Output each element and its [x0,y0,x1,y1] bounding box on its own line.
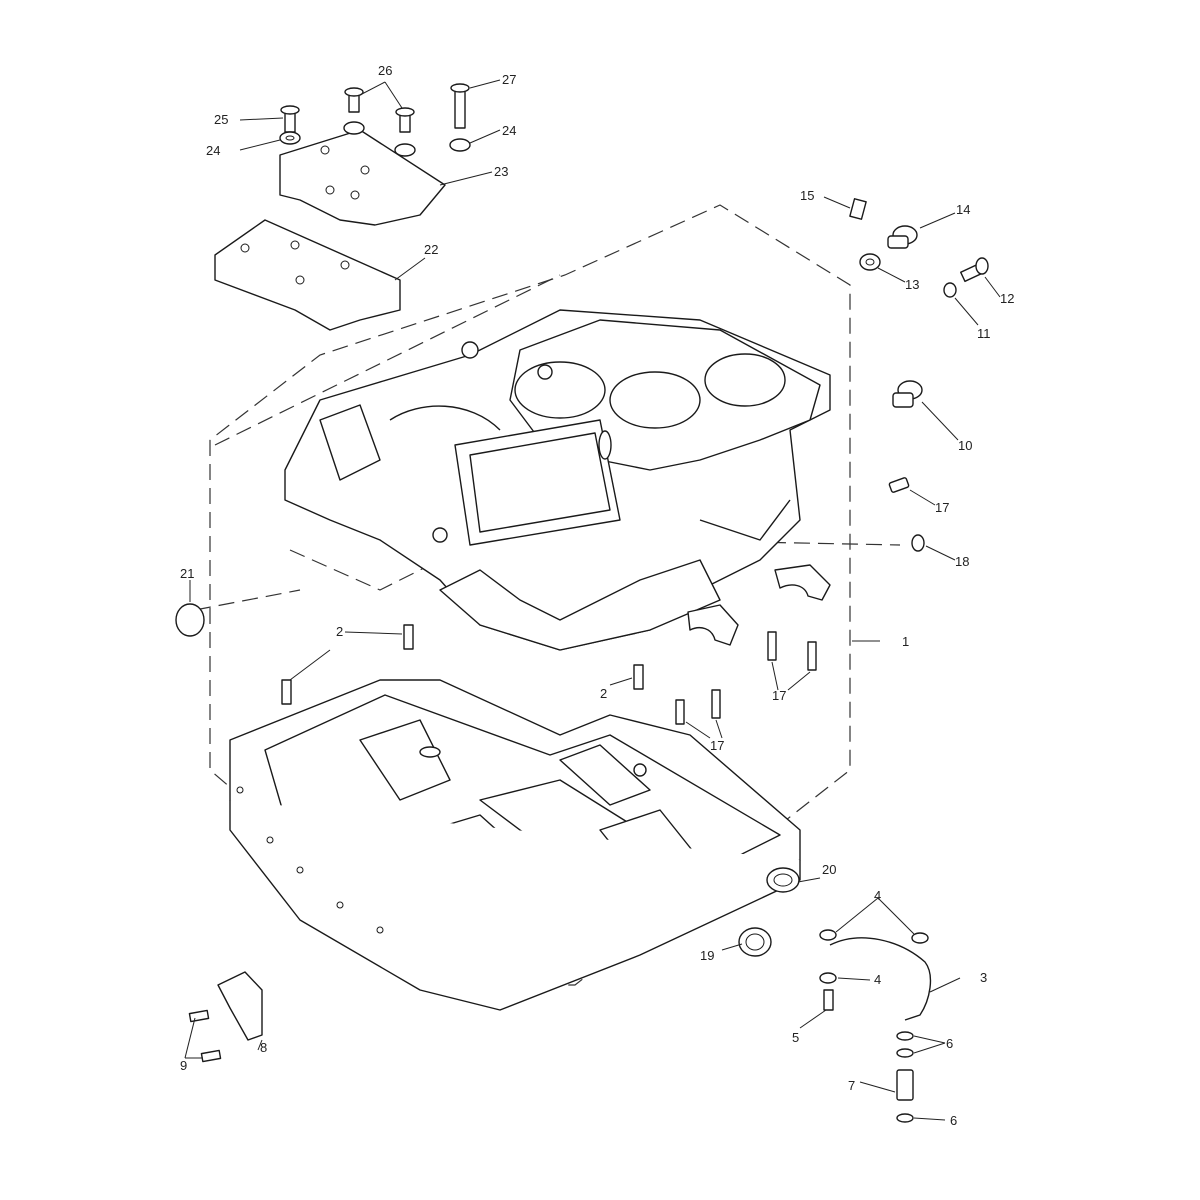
washer-11 [943,282,957,298]
washer-24-right [449,138,471,152]
washer-4-a [819,929,837,941]
callout-25: 25 [214,112,228,127]
callout-19: 19 [700,948,714,963]
callout-11: 11 [977,326,991,341]
oring-6-c [896,1113,914,1123]
callout-22: 22 [424,242,438,257]
oil-pipe-3 [829,937,932,1021]
oring-18 [911,534,925,552]
bolt-9-b [200,1049,222,1063]
callout-20: 20 [822,862,836,877]
bolt-25 [280,105,300,133]
stud-17-top [888,477,910,493]
callout-14: 14 [956,202,970,217]
washer-4-c [819,972,837,984]
bolt-26-right [395,107,415,133]
callout-2-a: 2 [336,624,343,639]
callout-1: 1 [902,634,909,649]
callout-6-a: 6 [946,1036,953,1051]
dowel-15 [849,198,867,220]
washer-26-right [394,143,416,157]
callout-26: 26 [378,63,392,78]
seal-20 [766,867,800,893]
bolt-17-b [807,641,817,671]
callout-23: 23 [494,164,508,179]
bearing-cap-right [774,564,831,601]
bolt-27 [450,83,470,129]
callout-8: 8 [260,1040,267,1055]
callout-5: 5 [792,1030,799,1045]
bolt-12 [960,257,989,283]
upper-crankcase [284,309,831,651]
callout-4-b: 4 [874,972,881,987]
callout-17-c: 17 [710,738,724,753]
callout-12: 12 [1000,291,1014,306]
washer-26-left [343,121,365,135]
leader-lines [184,79,1001,1121]
oring-6-a [896,1031,914,1041]
callout-24-a: 24 [206,143,220,158]
callout-15: 15 [800,188,814,203]
gasket-22 [214,219,401,331]
callout-18: 18 [955,554,969,569]
bolt-17-c [675,699,685,725]
bolt-26-left [344,87,364,113]
callout-27: 27 [502,72,516,87]
dowel-2-c [633,664,644,690]
oring-6-b [896,1048,914,1058]
bolt-17-d [711,689,721,719]
callout-10: 10 [958,438,972,453]
washer-24-left [279,131,301,145]
bearing-19 [738,927,772,957]
bolt-5 [823,989,834,1011]
callout-4-a: 4 [874,888,881,903]
bracket-8 [217,971,263,1041]
callout-3: 3 [980,970,987,985]
callout-7: 7 [848,1078,855,1093]
dowel-2-b [281,679,292,705]
callout-17-a: 17 [935,500,949,515]
oring-21 [175,603,205,637]
callout-labels: 1 2 2 3 4 4 5 6 6 7 8 9 10 11 12 13 14 1… [180,63,1014,1128]
plug-10 [892,380,923,408]
fitting-7 [896,1069,914,1101]
callout-24-b: 24 [502,123,516,138]
callout-6-b: 6 [950,1113,957,1128]
dowel-2-a [403,624,414,650]
gasket-23 [279,129,446,226]
callout-13: 13 [905,277,919,292]
washer-13 [859,253,881,271]
washer-4-b [911,932,929,944]
plug-14 [887,225,918,249]
bearing-cap-left [687,604,739,646]
callout-9: 9 [180,1058,187,1073]
bolt-17-a [767,631,777,661]
callout-2-b: 2 [600,686,607,701]
callout-17-b: 17 [772,688,786,703]
bolt-9-a [188,1009,210,1023]
callout-21: 21 [180,566,194,581]
lower-crankcase [229,679,801,1011]
